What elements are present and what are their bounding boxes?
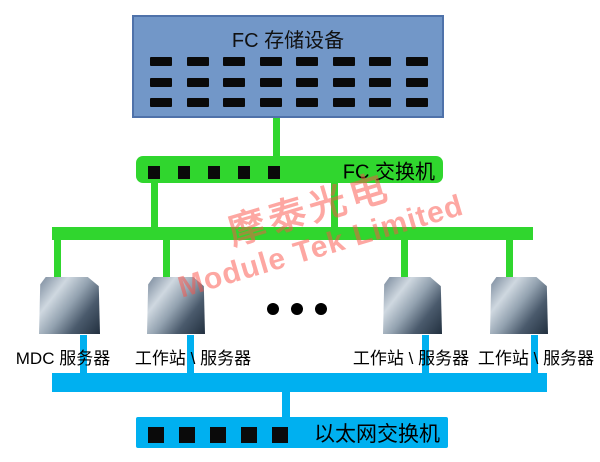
eth-switch-ports: [148, 427, 288, 443]
link-storage-to-fc-switch: [273, 118, 280, 156]
storage-port: [332, 57, 355, 66]
storage-port: [332, 77, 355, 87]
ellipsis-dot: [315, 303, 327, 315]
ethernet-bus-bar: [52, 373, 547, 392]
link-server-1-to-eth-bus: [80, 335, 87, 373]
storage-port: [150, 77, 172, 87]
ethernet-switch: 以太网交换机: [136, 417, 448, 448]
storage-port: [405, 77, 428, 87]
storage-port: [186, 98, 209, 107]
fc-switch: FC 交换机: [136, 156, 443, 183]
storage-port: [259, 98, 282, 107]
storage-port: [223, 57, 246, 66]
storage-port: [332, 98, 355, 107]
server-label-workstation-1: 工作站 \ 服务器: [134, 349, 252, 368]
storage-port: [369, 77, 392, 87]
fc-switch-port: [178, 166, 190, 179]
storage-port: [186, 57, 209, 66]
link-bus-to-server-4: [506, 240, 513, 278]
server-label-workstation-3: 工作站 \ 服务器: [477, 349, 595, 368]
link-bus-to-server-2: [163, 240, 170, 278]
link-server-3-to-eth-bus: [422, 335, 429, 373]
fc-bus-bar: [52, 227, 533, 240]
storage-port: [296, 57, 319, 66]
link-bus-to-server-1: [54, 240, 61, 278]
fc-switch-port: [208, 166, 220, 179]
storage-port-row: [150, 98, 428, 107]
link-bus-to-eth-switch: [282, 392, 290, 417]
ellipsis-dots: [267, 303, 327, 315]
eth-switch-port: [179, 427, 195, 443]
server-label-workstation-2: 工作站 \ 服务器: [352, 349, 470, 368]
storage-port: [405, 98, 428, 107]
storage-port: [296, 98, 319, 107]
eth-switch-port: [241, 427, 257, 443]
storage-port: [405, 57, 428, 66]
storage-port-row: [150, 57, 428, 66]
storage-port: [259, 77, 282, 87]
storage-port: [150, 98, 172, 107]
storage-port: [223, 77, 246, 87]
server-icon: [39, 277, 100, 334]
link-bus-to-server-3: [401, 240, 408, 278]
fc-switch-port: [148, 166, 160, 179]
fc-switch-port: [268, 166, 280, 179]
storage-port-row: [150, 77, 428, 87]
eth-switch-port: [210, 427, 226, 443]
storage-port-grid: [150, 57, 428, 107]
fc-storage-device: FC 存储设备: [132, 15, 444, 118]
fc-switch-port: [238, 166, 250, 179]
storage-port: [259, 57, 282, 66]
server-label-mdc: MDC 服务器: [15, 349, 111, 368]
link-server-2-to-eth-bus: [187, 335, 194, 373]
fc-storage-label: FC 存储设备: [231, 30, 345, 52]
server-icon: [383, 277, 442, 334]
eth-switch-port: [272, 427, 288, 443]
server-icon: [490, 277, 548, 334]
storage-port: [186, 77, 209, 87]
fc-switch-label: FC 交换机: [342, 161, 435, 183]
link-server-4-to-eth-bus: [531, 335, 538, 373]
storage-port: [369, 98, 392, 107]
eth-switch-label: 以太网交换机: [314, 422, 440, 446]
storage-port: [223, 98, 246, 107]
server-icon: [147, 277, 205, 334]
storage-port: [150, 57, 172, 66]
storage-port: [369, 57, 392, 66]
storage-port: [296, 77, 319, 87]
link-fc-switch-to-bus-left: [151, 183, 158, 228]
ellipsis-dot: [291, 303, 303, 315]
link-fc-switch-to-bus-right: [331, 183, 338, 228]
ellipsis-dot: [267, 303, 279, 315]
eth-switch-port: [148, 427, 164, 443]
fc-switch-ports: [148, 166, 280, 179]
